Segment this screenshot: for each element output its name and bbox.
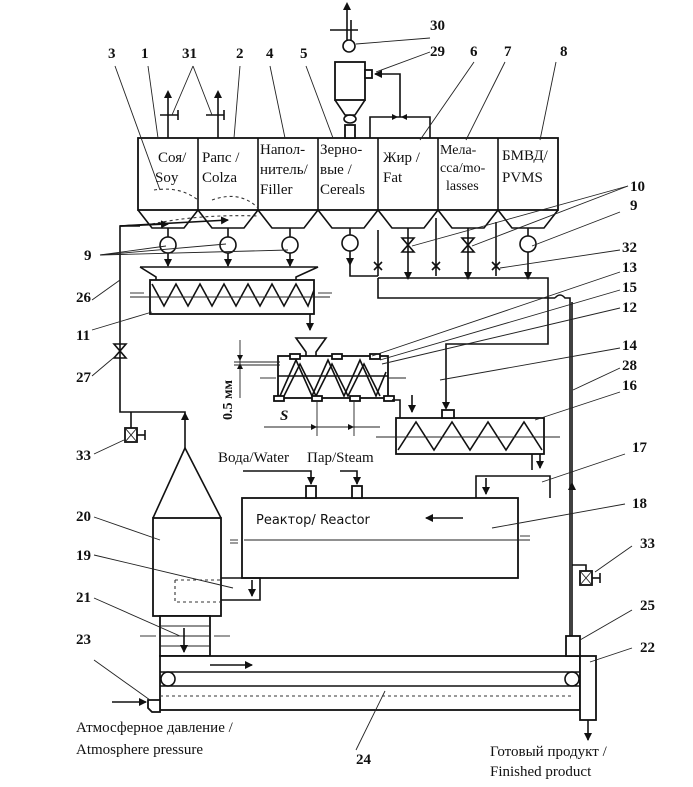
hopper-label: нитель/ <box>260 162 309 178</box>
callout-14: 14 <box>622 338 638 354</box>
hopper-fat: Жир / Fat <box>383 150 421 186</box>
callout-4: 4 <box>266 46 274 62</box>
callout-30: 30 <box>430 18 445 34</box>
callout-3: 3 <box>108 46 116 62</box>
callout-29: 29 <box>430 44 445 60</box>
vent-pipes <box>160 90 225 138</box>
callout-11: 11 <box>76 328 90 344</box>
hopper-label: lasses <box>446 179 479 194</box>
callout-9-right: 9 <box>630 198 638 214</box>
reactor <box>230 470 551 579</box>
callout-25: 25 <box>640 598 655 614</box>
hopper-label: Soy <box>155 170 179 186</box>
callout-28: 28 <box>622 358 637 374</box>
hopper-label: Мела- <box>440 143 477 158</box>
hopper-label: БМВД/ <box>502 148 549 164</box>
liquid-valves <box>373 218 571 640</box>
callout-numbers: 3 1 31 2 4 5 30 29 6 7 8 10 9 9 32 13 15… <box>76 18 655 768</box>
callout-18: 18 <box>632 496 647 512</box>
screw-conveyor <box>130 266 332 331</box>
callout-27: 27 <box>76 370 92 386</box>
callout-33-right: 33 <box>640 536 655 552</box>
hopper-pvms: БМВД/ PVMS <box>502 148 549 186</box>
product-label-en: Finished product <box>490 764 592 780</box>
belt-cooler <box>112 302 601 741</box>
callout-22: 22 <box>640 640 655 656</box>
cyclone-filter <box>330 2 431 139</box>
callout-32: 32 <box>622 240 637 256</box>
steam-input-label: Пар/Steam <box>307 450 374 466</box>
conditioner <box>376 409 560 470</box>
callout-16: 16 <box>622 378 638 394</box>
hopper-filler: Напол- нитель/ Filler <box>260 142 309 198</box>
callout-5: 5 <box>300 46 308 62</box>
hopper-label: Filler <box>260 182 293 198</box>
water-input-label: Вода/Water <box>218 450 289 466</box>
pitch-dimension-label: S <box>280 408 288 424</box>
hopper-label: Fat <box>383 170 403 186</box>
hopper-label: Зерно- <box>320 142 362 158</box>
callout-24: 24 <box>356 752 372 768</box>
callout-13: 13 <box>622 260 637 276</box>
callout-33-left: 33 <box>76 448 91 464</box>
hopper-bank <box>137 137 559 229</box>
hopper-label: Рапс / <box>202 150 240 166</box>
callout-26: 26 <box>76 290 92 306</box>
callout-12: 12 <box>622 300 637 316</box>
callout-8: 8 <box>560 44 568 60</box>
hopper-label: PVMS <box>502 170 543 186</box>
hopper-label: сса/mo- <box>440 161 486 176</box>
hopper-label: вые / <box>320 162 353 178</box>
atmosphere-label-ru: Атмосферное давление / <box>76 720 234 736</box>
callout-10: 10 <box>630 179 645 195</box>
hopper-label: Жир / <box>383 150 421 166</box>
hopper-molasses: Мела- сса/mo- lasses <box>440 143 486 194</box>
reactor-label: Реактор/ Reactor <box>256 513 371 528</box>
hopper-label: Colza <box>202 170 237 186</box>
callout-31: 31 <box>182 46 197 62</box>
callout-15: 15 <box>622 280 637 296</box>
extruder <box>260 337 416 418</box>
callout-9-left: 9 <box>84 248 92 264</box>
callout-20: 20 <box>76 509 91 525</box>
callout-6: 6 <box>470 44 478 60</box>
hopper-label: Соя/ <box>158 150 187 166</box>
hopper-soy: Соя/ Soy <box>155 150 187 186</box>
hopper-cereals: Зерно- вые / Cereals <box>320 142 365 198</box>
product-label-ru: Готовый продукт / <box>490 744 608 760</box>
callout-19: 19 <box>76 548 91 564</box>
hopper-label: Cereals <box>320 182 365 198</box>
callout-7: 7 <box>504 44 512 60</box>
cooler-column <box>112 216 261 657</box>
leader-lines <box>91 37 633 751</box>
callout-1: 1 <box>141 46 149 62</box>
callout-17: 17 <box>632 440 648 456</box>
dimension-marks <box>234 340 380 436</box>
gap-dimension-label: 0.5 мм <box>221 379 236 420</box>
atmosphere-label-en: Atmosphere pressure <box>76 742 203 758</box>
callout-23: 23 <box>76 632 91 648</box>
hopper-label: Напол- <box>260 142 305 158</box>
callout-2: 2 <box>236 46 244 62</box>
hopper-colza: Рапс / Colza <box>202 150 240 186</box>
callout-21: 21 <box>76 590 91 606</box>
